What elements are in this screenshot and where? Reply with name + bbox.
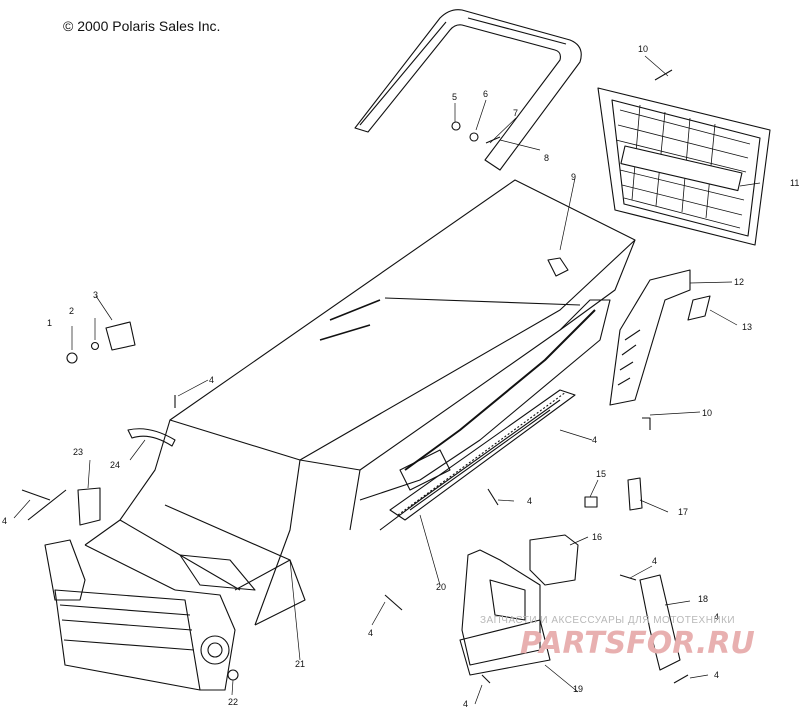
bracket-24-part: [127, 428, 176, 447]
callout-4: 4: [527, 496, 532, 506]
front-bulkhead-part: [44, 504, 306, 691]
callout-4: 4: [714, 612, 719, 622]
callout-23: 23: [73, 447, 83, 457]
bracket-16-part: [529, 534, 579, 586]
callout-4: 4: [592, 435, 597, 445]
side-panel-12-part: [609, 269, 691, 406]
callout-4: 4: [368, 628, 373, 638]
callout-21: 21: [295, 659, 305, 669]
callout-6: 6: [483, 89, 488, 99]
callout-4: 4: [209, 375, 214, 385]
callout-4: 4: [463, 699, 468, 707]
copyright-text: © 2000 Polaris Sales Inc.: [63, 18, 221, 34]
callout-10: 10: [702, 408, 712, 418]
callout-11: 11: [790, 178, 799, 188]
callout-4: 4: [714, 670, 719, 680]
callout-1: 1: [47, 318, 52, 328]
part-15: [584, 496, 598, 508]
hardware-group: [21, 69, 689, 684]
callout-9: 9: [571, 172, 576, 182]
snowflap-part: [597, 87, 771, 246]
callout-22: 22: [228, 697, 238, 707]
callout-24: 24: [110, 460, 120, 470]
callout-19: 19: [573, 684, 583, 694]
callout-5: 5: [452, 92, 457, 102]
callout-7: 7: [513, 108, 518, 118]
callout-8: 8: [544, 153, 549, 163]
running-board-part: [389, 389, 576, 521]
watermark-logo: PARTSFOR.RU: [520, 626, 755, 661]
callout-18: 18: [698, 594, 708, 604]
bracket-23-part: [77, 487, 101, 526]
watermark: ЗАПЧАСТИ И АКСЕССУАРЫ ДЛЯ МОТОТЕХНИКИ PA…: [480, 615, 755, 661]
side-panel-19-part: [459, 549, 551, 676]
chassis-tunnel-part: [84, 179, 636, 626]
callout-17: 17: [678, 507, 688, 517]
callout-2: 2: [69, 306, 74, 316]
bracket-3-part: [105, 321, 136, 351]
callout-4: 4: [2, 516, 7, 526]
callout-16: 16: [592, 532, 602, 542]
leader-lines: [13, 55, 761, 705]
callout-12: 12: [734, 277, 744, 287]
callout-4: 4: [652, 556, 657, 566]
callout-20: 20: [436, 582, 446, 592]
callout-13: 13: [742, 322, 752, 332]
panel-13-part: [687, 295, 711, 321]
part-18: [639, 574, 681, 671]
callout-labels: 1 2 3 4 4 4 4 4 4 4 4 4 5 6 7 8 9 10 10 …: [2, 44, 799, 707]
part-17: [627, 477, 643, 511]
callout-15: 15: [596, 469, 606, 479]
watermark-tagline: ЗАПЧАСТИ И АКСЕССУАРЫ ДЛЯ МОТОТЕХНИКИ: [480, 615, 735, 626]
rear-handle-part: [354, 9, 582, 171]
callout-10: 10: [638, 44, 648, 54]
callout-3: 3: [93, 290, 98, 300]
